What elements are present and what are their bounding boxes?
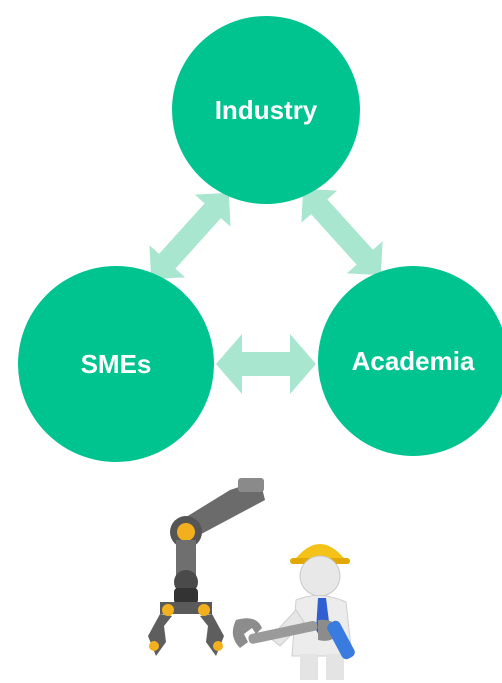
arrow-industry-academia [301, 188, 383, 276]
arrow-industry-smes [149, 192, 231, 280]
node-smes: SMEs [18, 266, 214, 462]
robotic-arm-icon [148, 478, 265, 656]
industry-illustration [148, 478, 355, 680]
node-smes-label: SMEs [80, 348, 152, 379]
node-industry-label: Industry [214, 94, 318, 125]
engineer-with-wrench-icon [232, 544, 355, 680]
node-industry: Industry [172, 16, 360, 204]
node-academia-label: Academia [351, 345, 475, 376]
node-academia: Academia [318, 266, 502, 456]
arrow-smes-academia [216, 334, 316, 394]
